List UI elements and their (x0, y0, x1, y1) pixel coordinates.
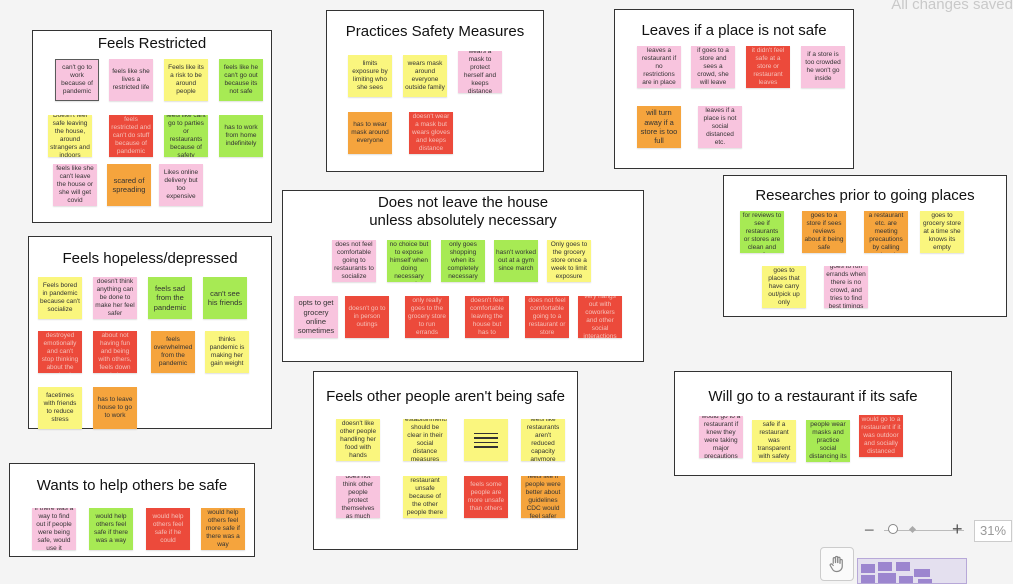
group-title: Feels other people aren't being safe (326, 388, 565, 405)
group-practices-safety-measures[interactable]: Practices Safety Measures limits exposur… (326, 10, 544, 172)
sticky-note[interactable]: it didn't feel safe at a store or restau… (746, 46, 790, 88)
sticky-note[interactable]: feels destroyed emotionally and can't st… (38, 331, 82, 373)
sticky-note[interactable]: does not feel comfortable going to a res… (525, 296, 569, 338)
sticky-note[interactable]: only really goes to the grocery store to… (405, 296, 449, 338)
sticky-note[interactable]: scared of spreading (107, 164, 151, 206)
group-feels-hopeless-depressed[interactable]: Feels hopeless/depressed Feels bored in … (28, 236, 272, 429)
zoom-slider-track[interactable] (884, 530, 964, 531)
sticky-note[interactable]: Doesn't feel safe leaving the house, aro… (48, 115, 92, 157)
group-title: Does not leave the house unless absolute… (369, 194, 557, 229)
group-restaurant-if-safe[interactable]: Will go to a restaurant if its safe woul… (674, 371, 952, 476)
sticky-note[interactable]: tries to see if a restaurant etc. are me… (864, 211, 908, 253)
sticky-note[interactable]: hasn't worked out at a gym since march (494, 240, 538, 282)
zoom-slider-handle[interactable] (888, 524, 898, 534)
zoom-in-button[interactable]: + (952, 519, 963, 539)
sticky-note[interactable]: if goes to a store and sees a crowd, she… (691, 46, 735, 88)
group-does-not-leave-house[interactable]: Does not leave the house unless absolute… (282, 190, 644, 362)
sticky-note[interactable]: leaves if a place is not social distance… (698, 106, 742, 148)
sticky-note[interactable]: Likes online delivery but too expensive (159, 164, 203, 206)
sticky-note[interactable]: tries to look for reviews to see if rest… (740, 211, 784, 253)
sticky-note[interactable]: feels like he can't go out because its n… (219, 59, 263, 101)
group-title: Will go to a restaurant if its safe (708, 388, 918, 405)
sticky-note[interactable]: opts to get grocery online sometimes (294, 296, 338, 338)
group-title: Feels Restricted (97, 35, 207, 52)
sticky-note[interactable]: goes to run errands when there is no cro… (824, 266, 868, 308)
sticky-note[interactable]: goes to a store if sees reviews about it… (802, 211, 846, 253)
sticky-note[interactable]: feels like she lives a restricted life (109, 59, 153, 101)
sticky-note[interactable]: wears a mask to protect herself and keep… (458, 51, 502, 93)
sticky-note[interactable]: can't go to work because of pandemic (55, 59, 99, 101)
sticky-note[interactable]: would help others feel safe if there was… (89, 508, 133, 550)
sticky-note[interactable]: would help others feel more safe if ther… (201, 508, 245, 550)
zoom-out-button[interactable]: − (864, 520, 875, 540)
sticky-note[interactable]: very hangs out with coworkers and other … (578, 296, 622, 338)
sticky-note[interactable]: feels some people are more unsafe than o… (464, 476, 508, 518)
sticky-note[interactable]: does not think other people protect them… (336, 476, 380, 518)
group-feels-restricted[interactable]: Feels Restricted can't go to work becaus… (32, 30, 272, 223)
sticky-note[interactable]: doesn't wear a mask but wears gloves and… (409, 112, 453, 154)
sticky-note[interactable]: has to leave house to go to work (93, 387, 137, 429)
sticky-note[interactable]: feels sad from the pandemic (148, 277, 192, 319)
zoom-controls: − + 31% (862, 519, 1012, 542)
sticky-note[interactable]: will turn away if a store is too full (637, 106, 681, 148)
sticky-note[interactable]: can't see his friends (203, 277, 247, 319)
group-help-others-safe[interactable]: Wants to help others be safe if there wa… (9, 463, 255, 557)
sticky-note[interactable]: has to wear mask around everyone (348, 112, 392, 154)
sticky-note[interactable]: would feel safe if a restaurant was tran… (752, 420, 796, 462)
sticky-note[interactable]: doesn't feel comfortable leaving the hou… (465, 296, 509, 338)
sticky-note[interactable]: doesn't like other people handling her f… (336, 419, 380, 461)
sticky-note[interactable]: establishments should be clear in their … (403, 419, 447, 461)
board-minimap[interactable] (857, 558, 967, 584)
sticky-note[interactable]: thinks pandemic is making her gain weigh… (205, 331, 249, 373)
sticky-note[interactable]: does not feel comfortable going to resta… (332, 240, 376, 282)
autosave-status: All changes saved (891, 0, 1013, 13)
sticky-note[interactable]: leaves a restaurant if no restrictions a… (637, 46, 681, 88)
sticky-note[interactable]: wears mask around everyone outside famil… (403, 55, 447, 97)
sticky-note[interactable]: Only goes to the grocery store once a we… (547, 240, 591, 282)
sticky-note[interactable]: limits exposure by limiting who she sees (348, 55, 392, 97)
sticky-note[interactable]: feels he has no choice but to expose him… (387, 240, 431, 282)
sticky-note[interactable]: feels like if people were better about g… (521, 476, 565, 518)
sticky-note[interactable]: if a store is too crowded he won't go in… (801, 46, 845, 88)
sticky-note[interactable]: goes to places that have carry out/pick … (762, 266, 806, 308)
sticky-note[interactable]: doesn't think anything can be done to ma… (93, 277, 137, 319)
sticky-note[interactable]: only goes shopping when its completely n… (441, 240, 485, 282)
sticky-note[interactable]: feels like she can't leave the house or … (53, 164, 97, 206)
group-researches-prior[interactable]: Researches prior to going places tries t… (723, 175, 1007, 317)
sticky-note[interactable]: feels restricted and can't do stuff beca… (109, 115, 153, 157)
sticky-note[interactable]: facetimes with friends to reduce stress (38, 387, 82, 429)
hand-icon (829, 555, 843, 573)
sticky-note[interactable]: feels like cant go to parties or restaur… (164, 115, 208, 157)
group-title: Researches prior to going places (755, 187, 975, 204)
sticky-note[interactable]: restaurant unsafe because of the other p… (403, 476, 447, 518)
zoom-percentage[interactable]: 31% (974, 520, 1012, 542)
sticky-note[interactable]: would go to a restaurant if knew they we… (699, 416, 743, 458)
sticky-note[interactable]: would help others feel safe if he could (146, 508, 190, 550)
sticky-note[interactable]: goes to grocery store at a time she know… (920, 211, 964, 253)
group-title: Practices Safety Measures (345, 23, 525, 40)
sticky-note[interactable] (464, 419, 508, 461)
sticky-note[interactable]: if there was a way to find out if people… (32, 508, 76, 550)
sticky-note[interactable]: feels if other people wear masks and pra… (806, 420, 850, 462)
sticky-note[interactable]: feels overwhelmed from the pandemic (151, 331, 195, 373)
sticky-note[interactable]: has to work from home indefinitely (219, 115, 263, 157)
zoom-reset-marker (908, 525, 917, 534)
group-title: Feels hopeless/depressed (62, 250, 238, 267)
sticky-note[interactable]: feels like restaurants aren't reduced ca… (521, 419, 565, 461)
group-title: Wants to help others be safe (36, 477, 228, 494)
group-others-not-safe[interactable]: Feels other people aren't being safe doe… (313, 371, 578, 550)
group-title: Leaves if a place is not safe (641, 22, 827, 39)
sticky-note[interactable]: would go to a restaurant if it was outdo… (859, 415, 903, 457)
sticky-note[interactable]: Feels like its a risk to be around peopl… (164, 59, 208, 101)
group-leaves-if-not-safe[interactable]: Leaves if a place is not safe leaves a r… (614, 9, 854, 169)
pan-tool-button[interactable] (820, 547, 854, 581)
sticky-note[interactable]: feels sad about not having fun and being… (93, 331, 137, 373)
sticky-note[interactable]: doesn't go to in person outings (345, 296, 389, 338)
sticky-note[interactable]: Feels bored in pandemic because can't so… (38, 277, 82, 319)
